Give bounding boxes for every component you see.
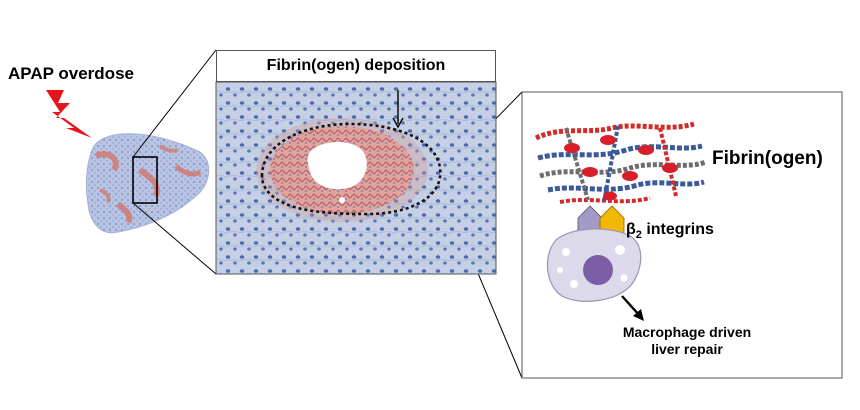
arrow-icon (621, 295, 644, 321)
down-arrow-icon (392, 90, 404, 129)
macrophage-label-line2: liver repair (651, 341, 723, 357)
fibrin-network-illustration (534, 121, 707, 204)
zoom-line (132, 49, 217, 158)
cell-nucleus (583, 255, 613, 285)
macrophage-cell-illustration (546, 228, 642, 302)
beta-subscript: 2 (635, 229, 642, 242)
zoom-region-box (132, 156, 158, 204)
micrograph-image (215, 81, 497, 275)
macrophage-repair-label: Macrophage driven liver repair (602, 324, 772, 358)
beta-symbol: β (626, 221, 636, 238)
lightning-bolt-icon (46, 90, 92, 138)
beta2-integrin-icon (577, 205, 625, 235)
panel-title: Fibrin(ogen) deposition (216, 50, 496, 82)
integrins-label: β2 integrins (626, 221, 714, 241)
macrophage-label-line1: Macrophage driven (622, 324, 752, 340)
integrins-text: integrins (641, 221, 714, 238)
lesion-outline (260, 122, 442, 216)
apap-overdose-label: APAP overdose (8, 64, 134, 83)
zoom-line (132, 202, 217, 275)
liver-illustration (85, 133, 210, 234)
fibrinogen-label: Fibrin(ogen) (712, 148, 823, 169)
